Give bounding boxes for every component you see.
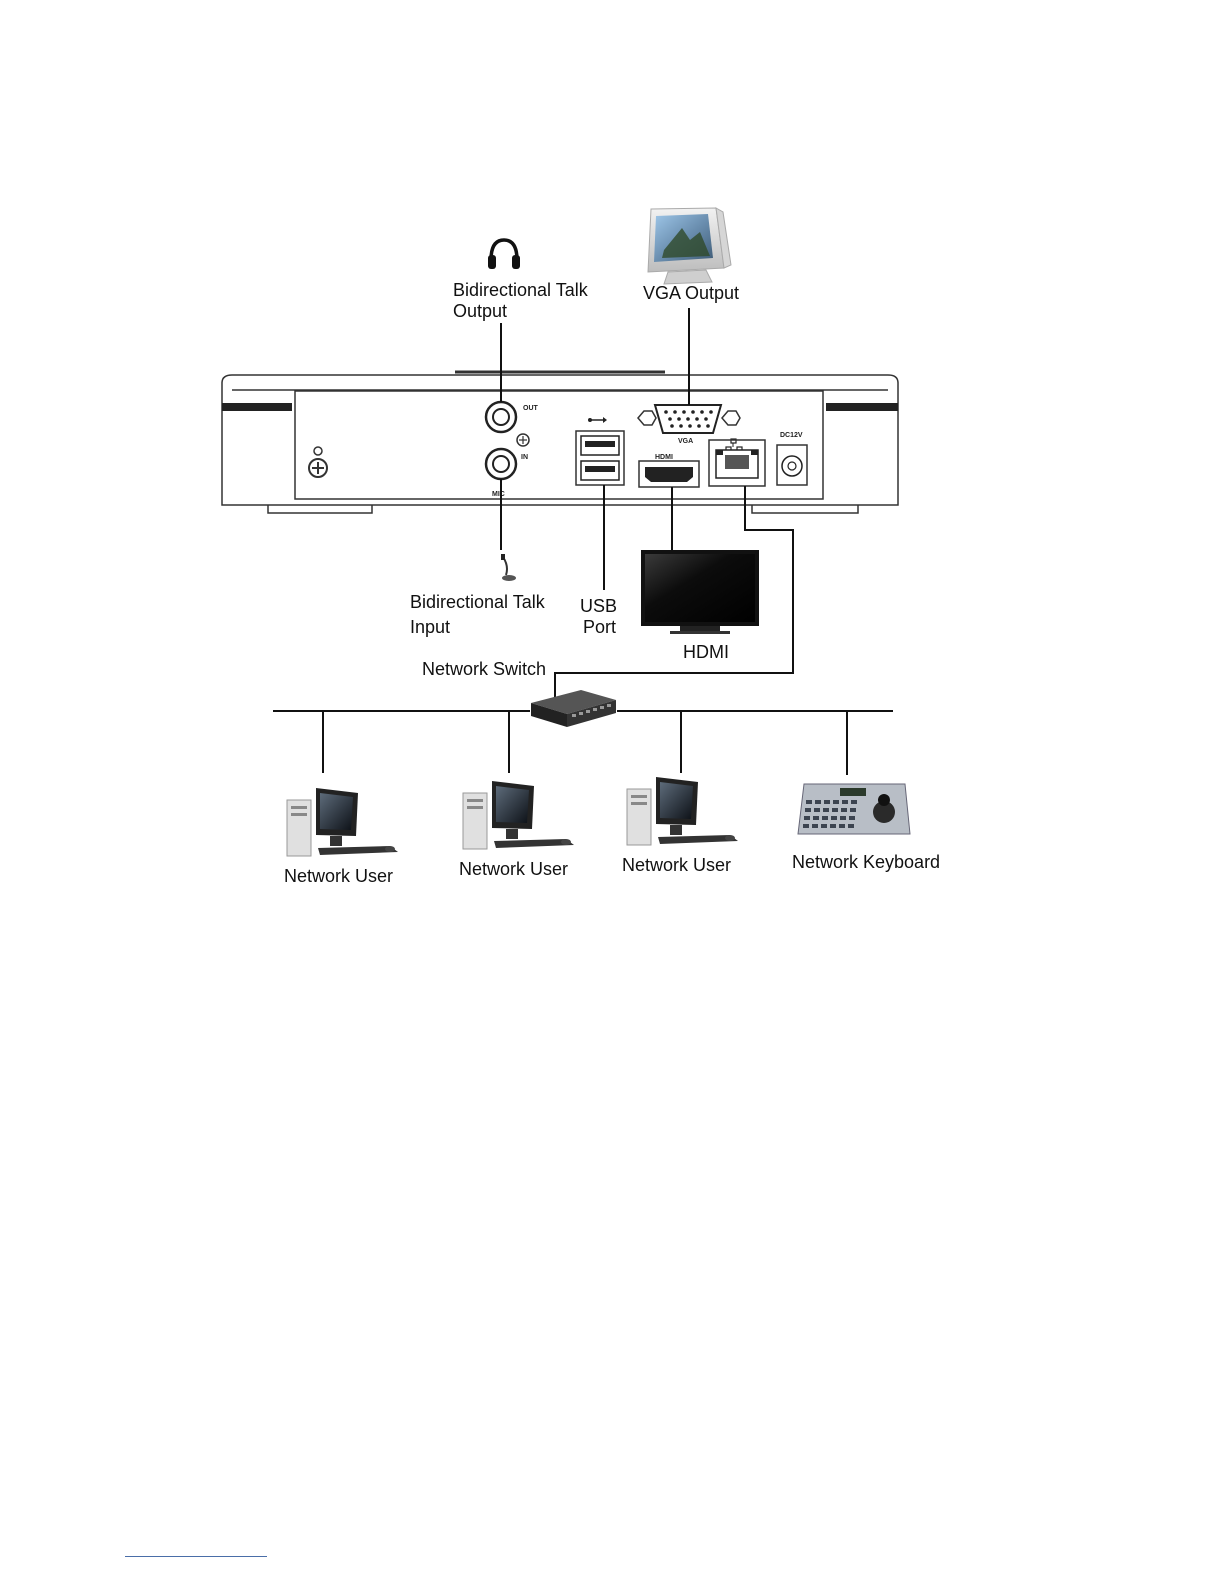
- dvr-rear-panel: OUT IN MIC: [222, 372, 898, 513]
- network-keyboard-label: Network Keyboard: [792, 852, 940, 872]
- network-user-label-2: Network User: [459, 859, 568, 879]
- out-mark: OUT: [523, 405, 539, 412]
- headphones-icon: [488, 240, 520, 269]
- in-mark: IN: [521, 454, 528, 461]
- audio-in-jack: IN MIC: [486, 449, 528, 498]
- network-switch-label: Network Switch: [422, 659, 546, 679]
- usb-port-label-line2: Port: [583, 617, 616, 637]
- vga-mark: VGA: [678, 438, 693, 445]
- usb-port-label-line1: USB: [580, 596, 617, 616]
- mic-mark: MIC: [492, 491, 505, 498]
- usb-ports: [576, 417, 624, 485]
- hdmi-label: HDMI: [683, 642, 729, 662]
- audio-out-jack: OUT: [486, 402, 539, 432]
- vga-connector: VGA: [638, 405, 740, 445]
- hdmi-mark: HDMI: [655, 454, 673, 461]
- control-keyboard-icon: [798, 784, 910, 834]
- network-switch-icon: [531, 690, 616, 727]
- dc-mark: DC12V: [780, 432, 803, 439]
- lan-port: [709, 439, 765, 486]
- ground-screw-icon: [309, 447, 327, 477]
- hdmi-port: HDMI: [639, 454, 699, 487]
- microphone-icon: [501, 554, 516, 581]
- tv-icon: [641, 550, 759, 634]
- talk-output-label-line2: Output: [453, 301, 507, 321]
- dc-power-jack: DC12V: [777, 432, 807, 485]
- desktop-pc-icon: [287, 788, 398, 856]
- footnote-rule: [125, 1556, 267, 1557]
- desktop-pc-icon: [463, 781, 574, 849]
- desktop-pc-icon: [627, 777, 738, 845]
- network-user-label-1: Network User: [284, 866, 393, 886]
- talk-output-label-line1: Bidirectional Talk: [453, 280, 589, 300]
- network-user-label-3: Network User: [622, 855, 731, 875]
- talk-input-label-line1: Bidirectional Talk: [410, 592, 546, 612]
- talk-input-label-line2: Input: [410, 617, 450, 637]
- crt-monitor-icon: [648, 208, 731, 284]
- lan-symbol-icon: [726, 439, 742, 451]
- vga-output-label: VGA Output: [643, 283, 739, 303]
- usb-symbol-icon: [588, 417, 607, 423]
